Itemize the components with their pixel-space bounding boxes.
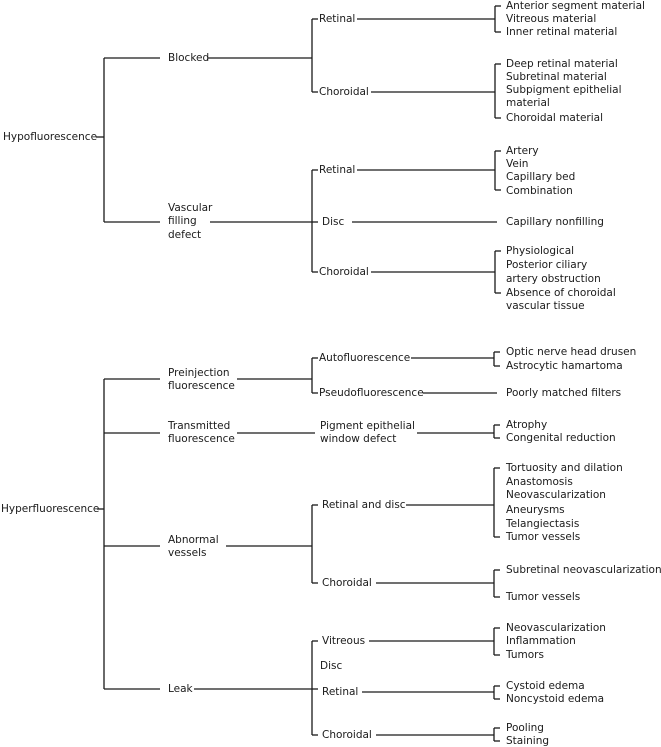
leaf-combination: Combination: [506, 185, 573, 197]
leaf-astrocytic-hamartoma: Astrocytic hamartoma: [506, 360, 623, 372]
leaf-deep-retinal-material: Deep retinal material: [506, 58, 618, 70]
leaf-noncystoid-edema: Noncystoid edema: [506, 693, 604, 705]
leaf-inner-retinal-material: Inner retinal material: [506, 26, 617, 38]
leaf-tumors: Tumors: [505, 649, 544, 661]
node-autofluorescence: Autofluorescence: [319, 352, 410, 364]
node-vascular-choroidal: Choroidal: [319, 266, 369, 278]
node-vascular-line1: Vascular: [168, 202, 213, 214]
leaf-artery-obstruction: artery obstruction: [506, 273, 601, 285]
root-hyperfluorescence: Hyperfluorescence: [1, 503, 99, 515]
node-window-defect-line2: window defect: [320, 433, 396, 445]
leaf-subpigment-epithelial: Subpigment epithelial: [506, 84, 622, 96]
node-leak-vitreous: Vitreous: [322, 635, 365, 647]
leaf-choroidal-material: Choroidal material: [506, 112, 603, 124]
leaf-poorly-matched-filters: Poorly matched filters: [506, 387, 621, 399]
leaf-capillary-nonfilling: Capillary nonfilling: [506, 216, 604, 228]
leaf-neovascularization: Neovascularization: [506, 489, 606, 501]
node-vascular-line3: defect: [168, 229, 201, 241]
node-vascular-disc: Disc: [322, 216, 344, 228]
node-transmitted-line1: Transmitted: [167, 420, 230, 432]
node-leak-disc: Disc: [320, 660, 342, 672]
leaf-posterior-ciliary: Posterior ciliary: [506, 259, 587, 271]
leaf-vein: Vein: [506, 158, 528, 170]
leaf-cystoid-edema: Cystoid edema: [506, 680, 585, 692]
node-retinal-and-disc: Retinal and disc: [322, 499, 406, 511]
leaf-optic-nerve-head-drusen: Optic nerve head drusen: [506, 346, 636, 358]
leaf-congenital-reduction: Congenital reduction: [506, 432, 616, 444]
node-abnormal-line1: Abnormal: [168, 534, 219, 546]
leaf-anastomosis: Anastomosis: [506, 476, 573, 488]
hyperfluorescence-branch: Hyperfluorescence Preinjection fluoresce…: [1, 346, 661, 747]
node-blocked: Blocked: [168, 52, 209, 64]
node-abnormal-choroidal: Choroidal: [322, 577, 372, 589]
leaf-atrophy: Atrophy: [506, 419, 547, 431]
node-transmitted-line2: fluorescence: [168, 433, 235, 445]
node-blocked-retinal: Retinal: [319, 13, 355, 25]
node-preinjection-line2: fluorescence: [168, 380, 235, 392]
leaf-neovascularization-vitreous: Neovascularization: [506, 622, 606, 634]
node-vascular-retinal: Retinal: [319, 164, 355, 176]
leaf-staining: Staining: [506, 735, 549, 747]
leaf-subpigment-epithelial-cont: material: [506, 97, 550, 109]
leaf-pooling: Pooling: [506, 722, 544, 734]
leaf-vitreous-material: Vitreous material: [506, 13, 596, 25]
node-leak-retinal: Retinal: [322, 686, 358, 698]
root-hypofluorescence: Hypofluorescence: [3, 131, 97, 143]
node-leak-choroidal: Choroidal: [322, 729, 372, 741]
leaf-tumor-vessels: Tumor vessels: [505, 531, 580, 543]
leaf-capillary-bed: Capillary bed: [506, 171, 575, 183]
hypofluorescence-branch: Hypofluorescence Blocked Retinal Anterio…: [3, 0, 645, 312]
node-leak: Leak: [168, 683, 194, 695]
leaf-artery: Artery: [506, 145, 539, 157]
leaf-tortuosity-and-dilation: Tortuosity and dilation: [505, 462, 623, 474]
leaf-inflammation: Inflammation: [506, 635, 576, 647]
leaf-tumor-vessels-choroidal: Tumor vessels: [505, 591, 580, 603]
node-vascular-line2: filling: [168, 215, 197, 227]
node-preinjection-line1: Preinjection: [168, 367, 230, 379]
leaf-subretinal-neovascularization: Subretinal neovascularization: [506, 564, 661, 576]
leaf-anterior-segment-material: Anterior segment material: [506, 0, 645, 12]
leaf-subretinal-material: Subretinal material: [506, 71, 607, 83]
leaf-physiological: Physiological: [506, 245, 574, 257]
leaf-telangiectasis: Telangiectasis: [505, 518, 579, 530]
node-pseudofluorescence: Pseudofluorescence: [319, 387, 424, 399]
leaf-aneurysms: Aneurysms: [506, 504, 565, 516]
node-blocked-choroidal: Choroidal: [319, 86, 369, 98]
node-abnormal-line2: vessels: [168, 547, 206, 559]
leaf-vascular-tissue: vascular tissue: [506, 300, 585, 312]
leaf-absence-of-choroidal: Absence of choroidal: [506, 287, 616, 299]
node-window-defect-line1: Pigment epithelial: [320, 420, 415, 432]
